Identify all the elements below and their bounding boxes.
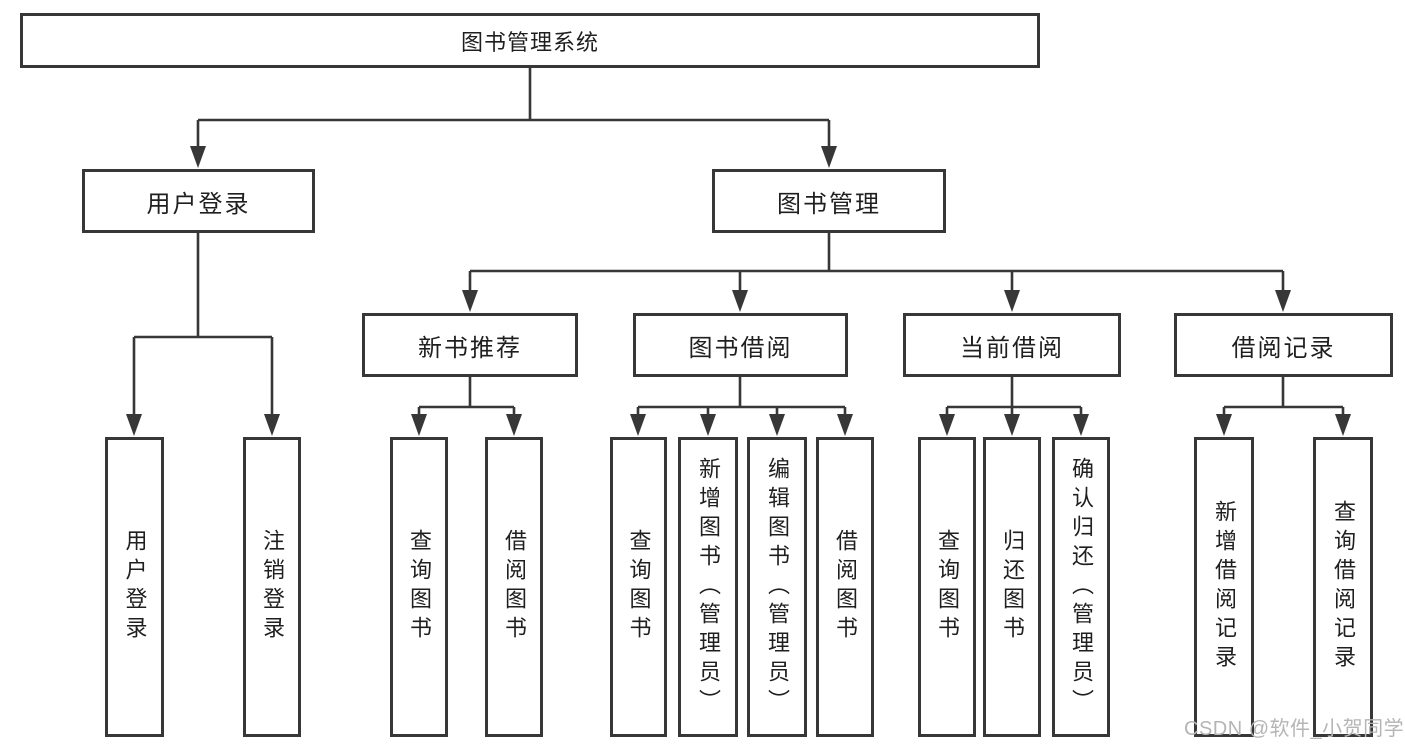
leaf-query-books-borrowing: 查询图书 <box>610 437 667 737</box>
watermark-csdn: CSDN @软件_小贺同学 <box>1184 718 1405 740</box>
node-current-borrowing: 当前借阅 <box>903 313 1121 377</box>
node-new-book-recommendation: 新书推荐 <box>362 313 578 377</box>
arrowhead <box>190 146 206 168</box>
arrowhead <box>1216 414 1232 436</box>
leaf-logout: 注销登录 <box>243 437 301 737</box>
node-library-system: 图书管理系统 <box>20 13 1040 68</box>
arrowhead <box>264 414 280 436</box>
arrowhead <box>1004 290 1020 312</box>
arrowhead <box>506 414 522 436</box>
arrowhead <box>126 414 142 436</box>
leaf-add-borrow-record: 新增借阅记录 <box>1194 437 1254 737</box>
node-book-management: 图书管理 <box>712 169 946 233</box>
leaf-user-login: 用户登录 <box>105 437 164 737</box>
arrowhead <box>462 290 478 312</box>
arrowhead <box>1073 414 1089 436</box>
arrowhead <box>732 290 748 312</box>
arrowhead <box>411 414 427 436</box>
arrowhead <box>630 414 646 436</box>
leaf-add-book-admin: 新增图书（管理员） <box>678 437 738 737</box>
arrowhead <box>939 414 955 436</box>
node-book-borrowing: 图书借阅 <box>633 313 848 377</box>
arrowhead <box>821 146 837 168</box>
arrowhead <box>769 414 785 436</box>
leaf-return-books: 归还图书 <box>983 437 1041 737</box>
leaf-edit-book-admin: 编辑图书（管理员） <box>747 437 807 737</box>
leaf-query-borrow-record: 查询借阅记录 <box>1313 437 1373 737</box>
leaf-query-books-current: 查询图书 <box>918 437 976 737</box>
leaf-query-books-recommend: 查询图书 <box>390 437 448 737</box>
arrowhead <box>1004 414 1020 436</box>
node-borrowing-records: 借阅记录 <box>1174 313 1393 377</box>
arrowhead <box>837 414 853 436</box>
leaf-confirm-return-admin: 确认归还（管理员） <box>1052 437 1110 737</box>
leaf-borrow-books-borrowing: 借阅图书 <box>816 437 874 737</box>
leaf-borrow-books-recommend: 借阅图书 <box>485 437 543 737</box>
arrowhead <box>1275 290 1291 312</box>
arrowhead <box>1335 414 1351 436</box>
arrowhead <box>700 414 716 436</box>
node-user-login: 用户登录 <box>82 169 315 233</box>
